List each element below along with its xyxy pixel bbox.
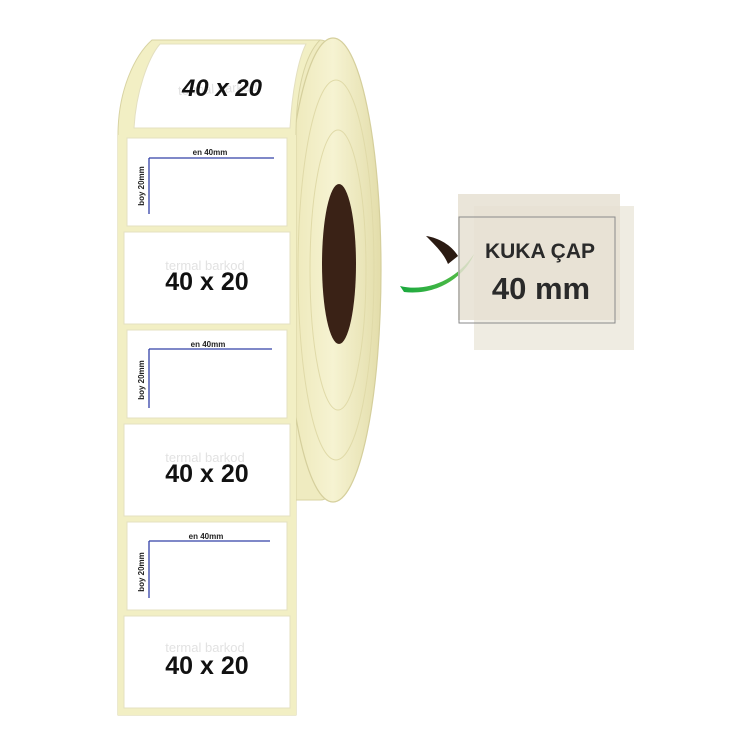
roll-side [152, 37, 382, 503]
label-watermark: termal barkod [165, 640, 244, 655]
roll-core [322, 184, 356, 344]
label-size-text: 40 x 20 [165, 268, 248, 296]
label-40x20: termal barkod 40 x 20 [123, 615, 291, 709]
label-size-text: 40 x 20 [165, 652, 248, 680]
width-dimension-text: en 40mm [193, 148, 228, 157]
label-watermark: termal barkod [165, 450, 244, 465]
width-dimension-text: en 40mm [191, 340, 226, 349]
dimension-label: en 40mm boy 20mm [126, 137, 288, 227]
label-40x20: termal barkod 40 x 20 [123, 423, 291, 517]
label-size-text: 40 x 20 [181, 75, 263, 102]
height-dimension-text: boy 20mm [137, 166, 146, 206]
label-size-text: 40 x 20 [165, 460, 248, 488]
callout-value: 40 mm [492, 271, 590, 306]
label-top [133, 43, 307, 129]
height-dimension-text: boy 20mm [137, 552, 146, 592]
dimension-label: en 40mm boy 20mm [126, 329, 288, 419]
dimension-label: en 40mm boy 20mm [126, 521, 288, 611]
callout-title: KUKA ÇAP [485, 240, 595, 263]
core-diameter-callout: KUKA ÇAP 40 mm [458, 194, 634, 350]
width-dimension-text: en 40mm [189, 532, 224, 541]
height-dimension-text: boy 20mm [137, 360, 146, 400]
label-40x20: termal barkod 40 x 20 [123, 231, 291, 325]
label-watermark: termal barkod [165, 258, 244, 273]
label-watermark: termal barkod [178, 79, 258, 98]
